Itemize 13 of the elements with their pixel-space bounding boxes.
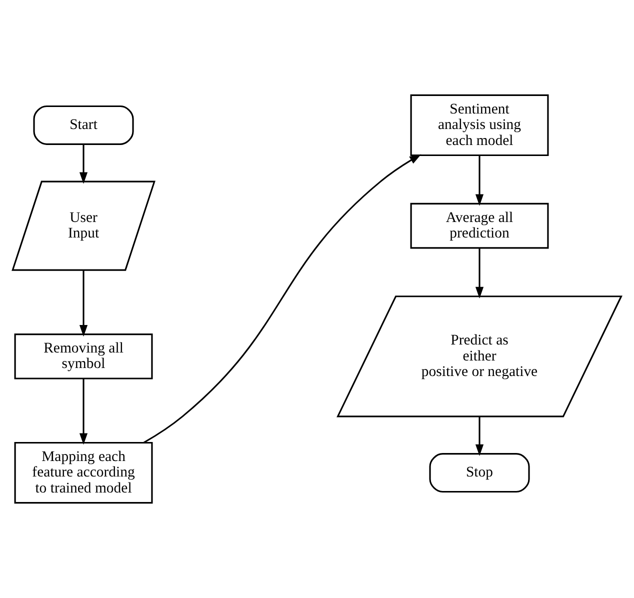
- arrow: [79, 378, 88, 445]
- node-box: Start: [33, 105, 134, 145]
- node-box: Removing all symbol: [14, 333, 153, 380]
- arrow: [79, 270, 88, 337]
- node-box: Sentiment analysis using each model: [410, 94, 549, 156]
- arrow: [143, 154, 422, 444]
- node-box: Average all prediction: [410, 202, 549, 249]
- arrow: [475, 155, 484, 206]
- node-box: Mapping each feature according to trained model: [14, 442, 153, 504]
- node-box: Stop: [429, 453, 530, 493]
- arrow: [79, 144, 88, 184]
- arrow: [475, 248, 484, 298]
- arrow: [475, 416, 484, 456]
